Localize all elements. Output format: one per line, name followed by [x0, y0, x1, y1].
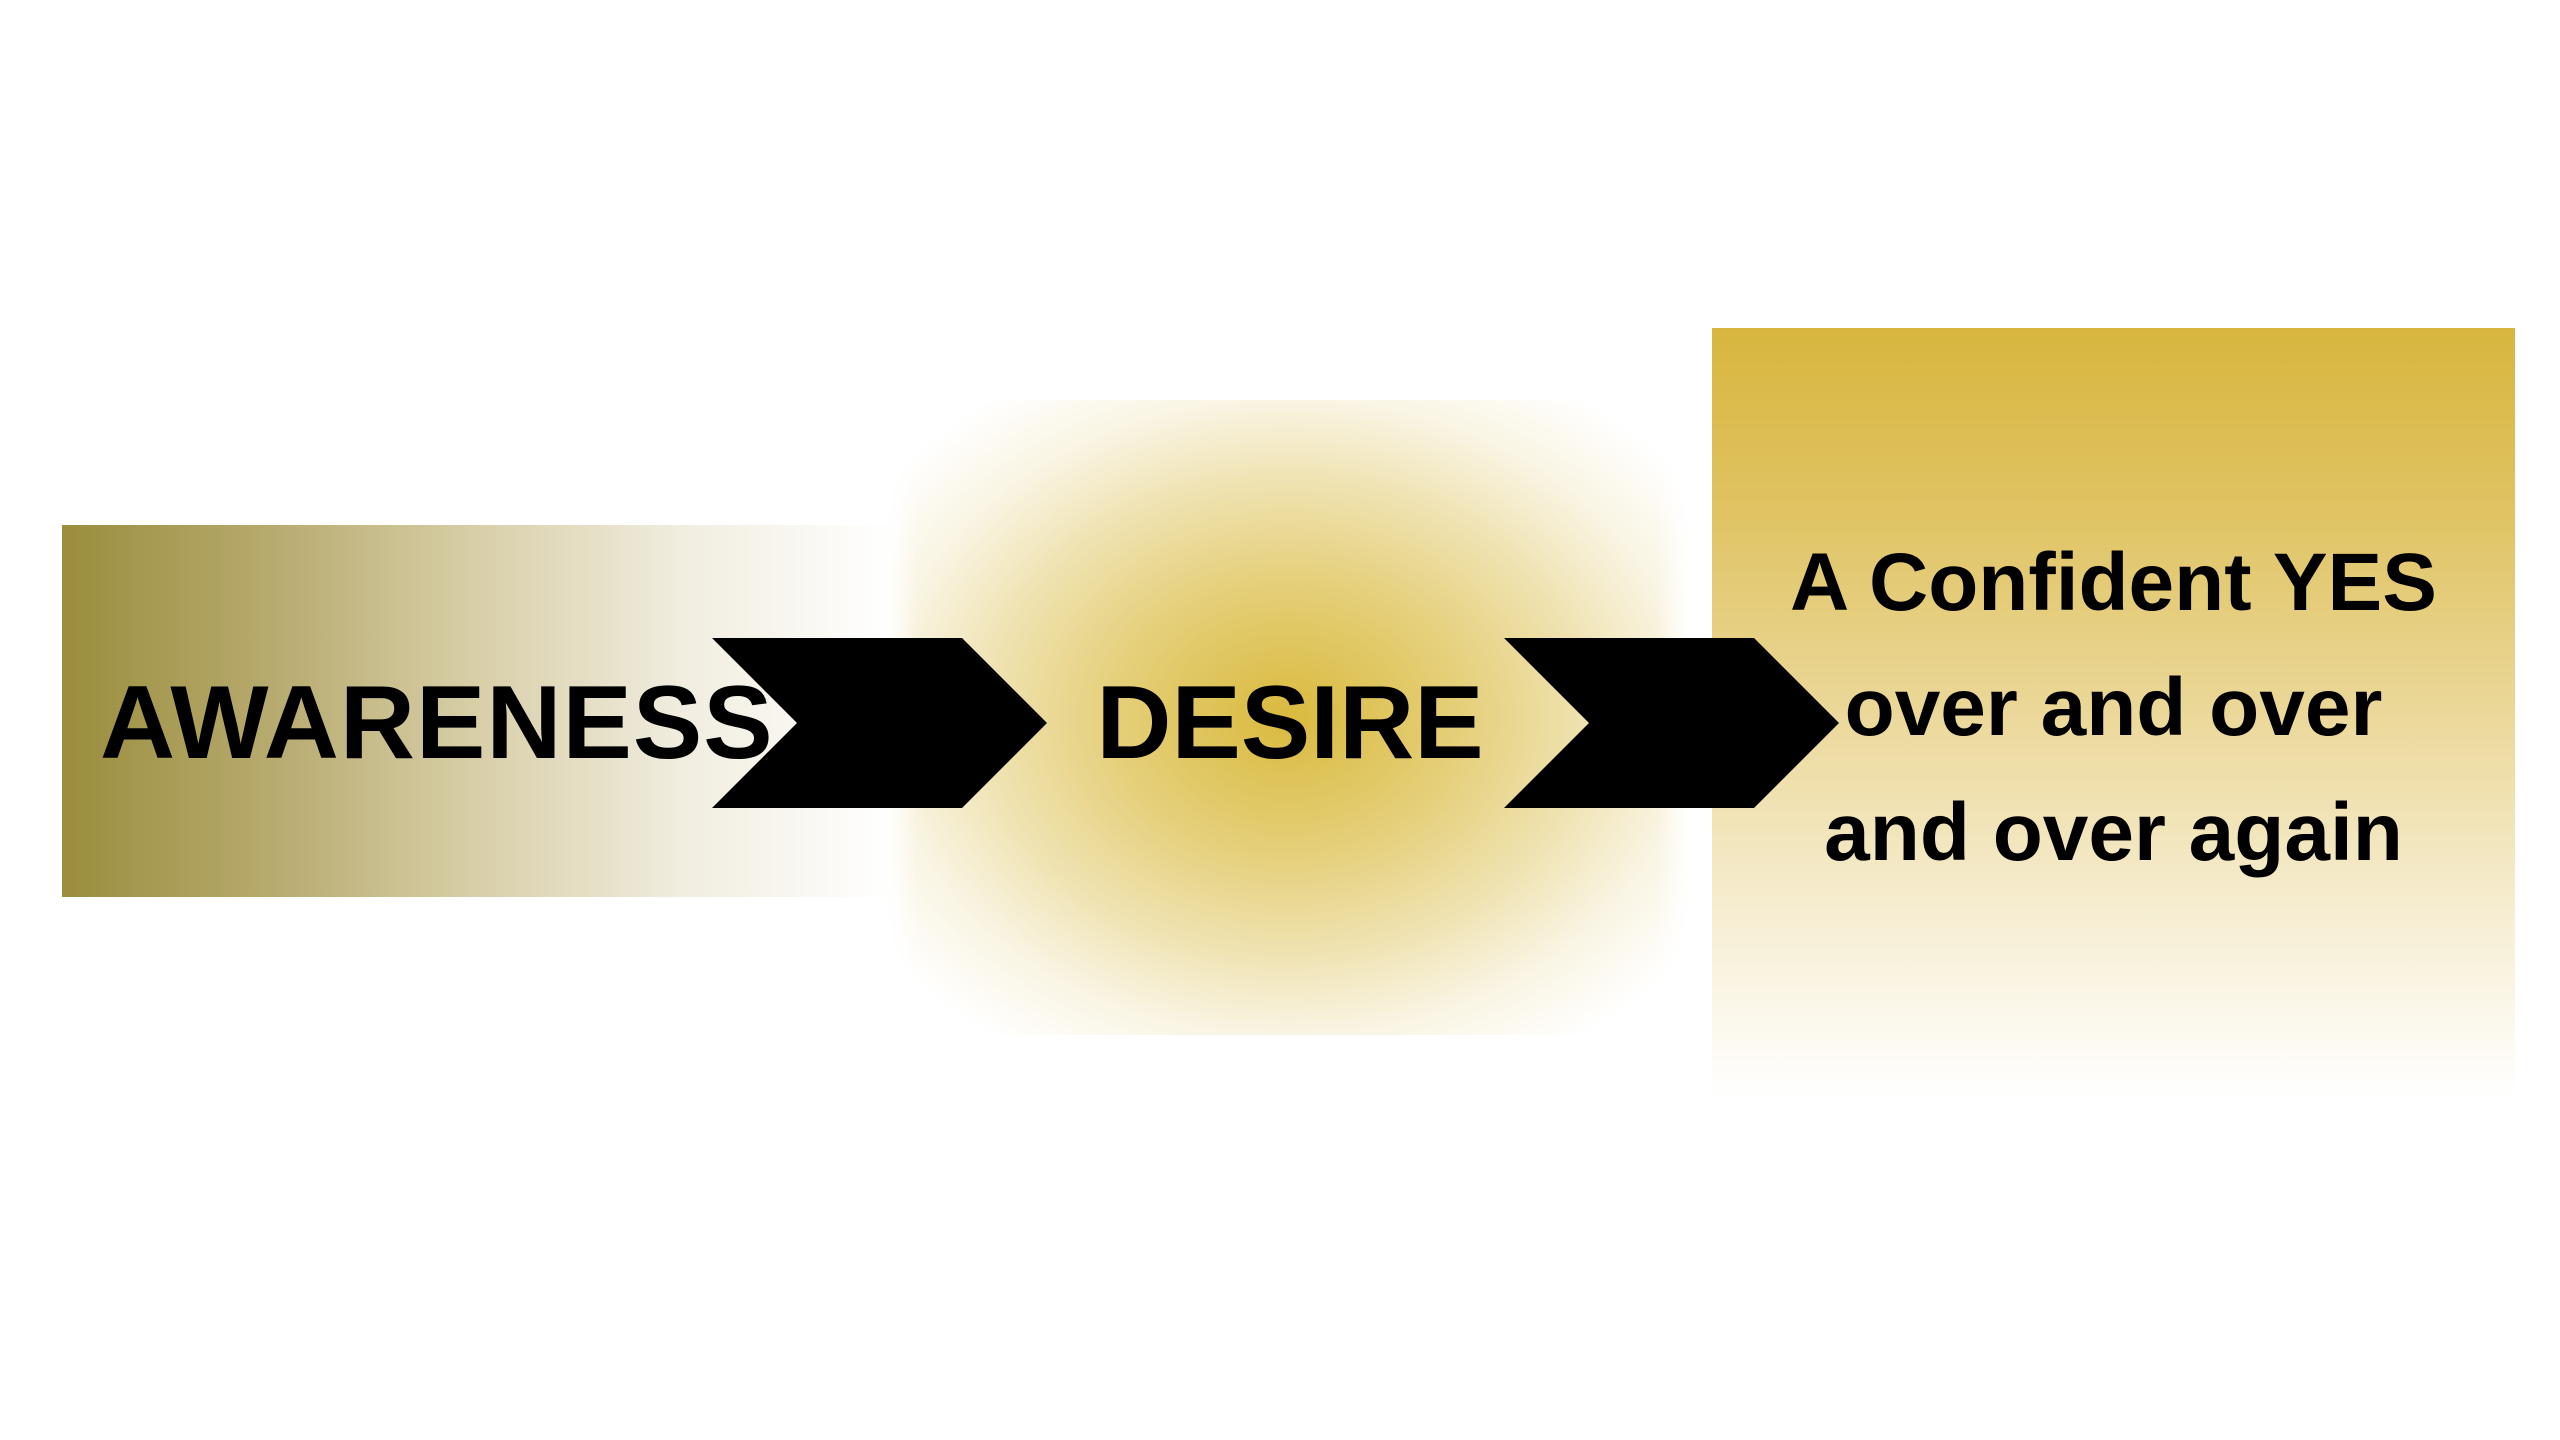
- confident-yes-line-3: and over again: [1824, 787, 2403, 878]
- chevron-arrow-icon: [1504, 638, 1839, 808]
- chevron-arrow-icon: [712, 638, 1047, 808]
- awareness-box: [62, 525, 892, 897]
- awareness-label: AWARENESS: [100, 665, 774, 781]
- confident-yes-line-2: over and over: [1844, 662, 2383, 753]
- confident-yes-label: A Confident YES over and over and over a…: [1712, 520, 2515, 895]
- desire-label: DESIRE: [1096, 665, 1484, 781]
- confident-yes-box: [1712, 328, 2515, 1098]
- confident-yes-line-1: A Confident YES: [1790, 537, 2437, 628]
